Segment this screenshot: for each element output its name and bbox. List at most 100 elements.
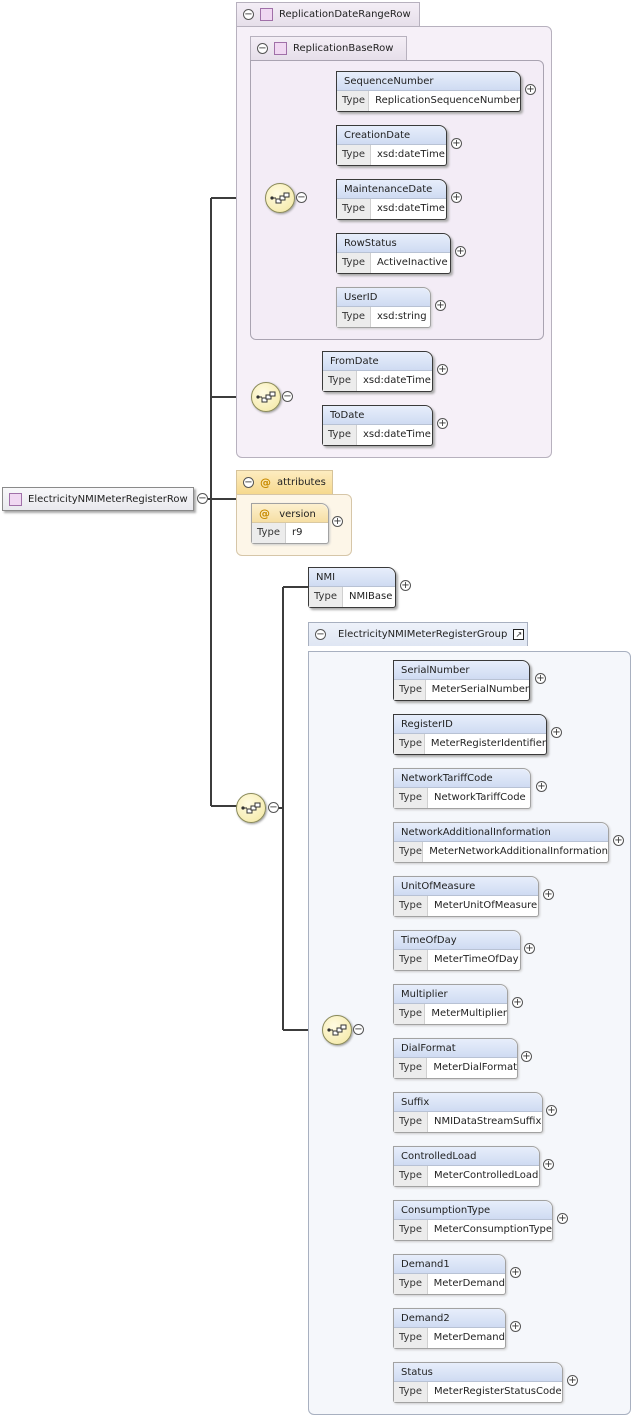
expand-icon[interactable]: + xyxy=(510,1320,521,1332)
expand-icon[interactable]: + xyxy=(536,780,547,792)
root-element[interactable]: ElectricityNMIMeterRegisterRow xyxy=(2,487,194,511)
element-type: xsd:dateTime xyxy=(377,149,445,160)
element-type: MeterRegisterIdentifier xyxy=(430,738,546,749)
attributes-tab[interactable]: − @ attributes xyxy=(236,470,333,494)
type-label: Type xyxy=(323,371,357,391)
type-label: Type xyxy=(309,587,343,607)
sequence-compositor-icon[interactable] xyxy=(236,793,266,823)
sequence-compositor-icon[interactable] xyxy=(265,183,295,213)
element-name: UserID xyxy=(337,288,430,307)
element-name: ControlledLoad xyxy=(394,1147,539,1166)
expand-icon[interactable]: + xyxy=(557,1212,568,1224)
expand-icon[interactable]: + xyxy=(524,942,535,954)
type-label: Type xyxy=(337,199,371,219)
type-label: Type xyxy=(394,1274,428,1294)
collapse-icon[interactable]: − xyxy=(268,801,279,813)
replication-date-range-tab[interactable]: − ReplicationDateRangeRow xyxy=(236,2,420,26)
type-label: Type xyxy=(394,842,424,862)
expand-icon[interactable]: + xyxy=(437,363,448,375)
expand-icon[interactable]: + xyxy=(543,888,554,900)
collapse-icon[interactable]: − xyxy=(315,628,326,640)
expand-icon[interactable]: + xyxy=(535,672,546,684)
element-type: xsd:dateTime xyxy=(363,375,431,386)
type-label: Type xyxy=(323,425,357,445)
expand-icon[interactable]: + xyxy=(455,245,466,257)
root-collapse-icon[interactable]: − xyxy=(197,492,208,504)
collapse-icon[interactable]: − xyxy=(353,1023,364,1035)
element-name: DialFormat xyxy=(394,1039,517,1058)
complex-type-icon xyxy=(9,492,22,506)
expand-icon[interactable]: + xyxy=(512,996,523,1008)
expand-icon[interactable]: + xyxy=(400,579,411,591)
element-type: MeterRegisterStatusCode xyxy=(434,1386,562,1397)
element-type: MeterTimeOfDay xyxy=(434,954,519,965)
sequence-compositor-icon[interactable] xyxy=(322,1015,352,1045)
element-type: NMIDataStreamSuffix xyxy=(434,1116,542,1127)
expand-icon[interactable]: + xyxy=(332,515,343,527)
replication-base-tab[interactable]: − ReplicationBaseRow xyxy=(250,36,407,60)
register-group-title: ElectricityNMIMeterRegisterGroup xyxy=(338,629,508,640)
expand-icon[interactable]: + xyxy=(546,1104,557,1116)
type-label: Type xyxy=(394,1328,428,1348)
link-icon[interactable]: ↗ xyxy=(513,629,525,640)
expand-icon[interactable]: + xyxy=(521,1050,532,1062)
collapse-icon[interactable]: − xyxy=(282,390,293,402)
element-type: MeterControlledLoad xyxy=(434,1170,539,1181)
expand-icon[interactable]: + xyxy=(437,417,448,429)
expand-icon[interactable]: + xyxy=(613,834,624,846)
expand-icon[interactable]: + xyxy=(567,1374,578,1386)
element-name: NetworkAdditionalInformation xyxy=(394,823,608,842)
element-name: Suffix xyxy=(394,1093,542,1112)
element-type: MeterDemand xyxy=(433,1332,505,1343)
element-name: NMI xyxy=(309,568,395,587)
element-name: TimeOfDay xyxy=(394,931,520,950)
collapse-icon[interactable]: − xyxy=(296,191,307,203)
register-group-tab[interactable]: − ElectricityNMIMeterRegisterGroup ↗ xyxy=(308,622,528,646)
replication-date-range-title: ReplicationDateRangeRow xyxy=(279,9,411,20)
attribute-icon: @ xyxy=(260,476,271,489)
collapse-icon[interactable]: − xyxy=(243,8,254,20)
expand-icon[interactable]: + xyxy=(543,1158,554,1170)
element-name: RowStatus xyxy=(337,234,450,253)
element-name: NetworkTariffCode xyxy=(394,769,530,788)
type-label: Type xyxy=(394,788,428,808)
type-label: Type xyxy=(394,896,428,916)
expand-icon[interactable]: + xyxy=(435,299,446,311)
expand-icon[interactable]: + xyxy=(551,726,562,738)
element-type: ActiveInactive xyxy=(377,257,448,268)
collapse-icon[interactable]: − xyxy=(243,476,254,488)
expand-icon[interactable]: + xyxy=(510,1266,521,1278)
replication-base-title: ReplicationBaseRow xyxy=(293,43,394,54)
expand-icon[interactable]: + xyxy=(525,83,536,95)
collapse-icon[interactable]: − xyxy=(257,42,268,54)
sequence-compositor-icon[interactable] xyxy=(251,382,281,412)
expand-icon[interactable]: + xyxy=(451,191,462,203)
element-type: xsd:string xyxy=(377,311,427,322)
element-type: NetworkTariffCode xyxy=(434,792,526,803)
element-type: MeterConsumptionType xyxy=(433,1224,552,1235)
expand-icon[interactable]: + xyxy=(451,137,462,149)
